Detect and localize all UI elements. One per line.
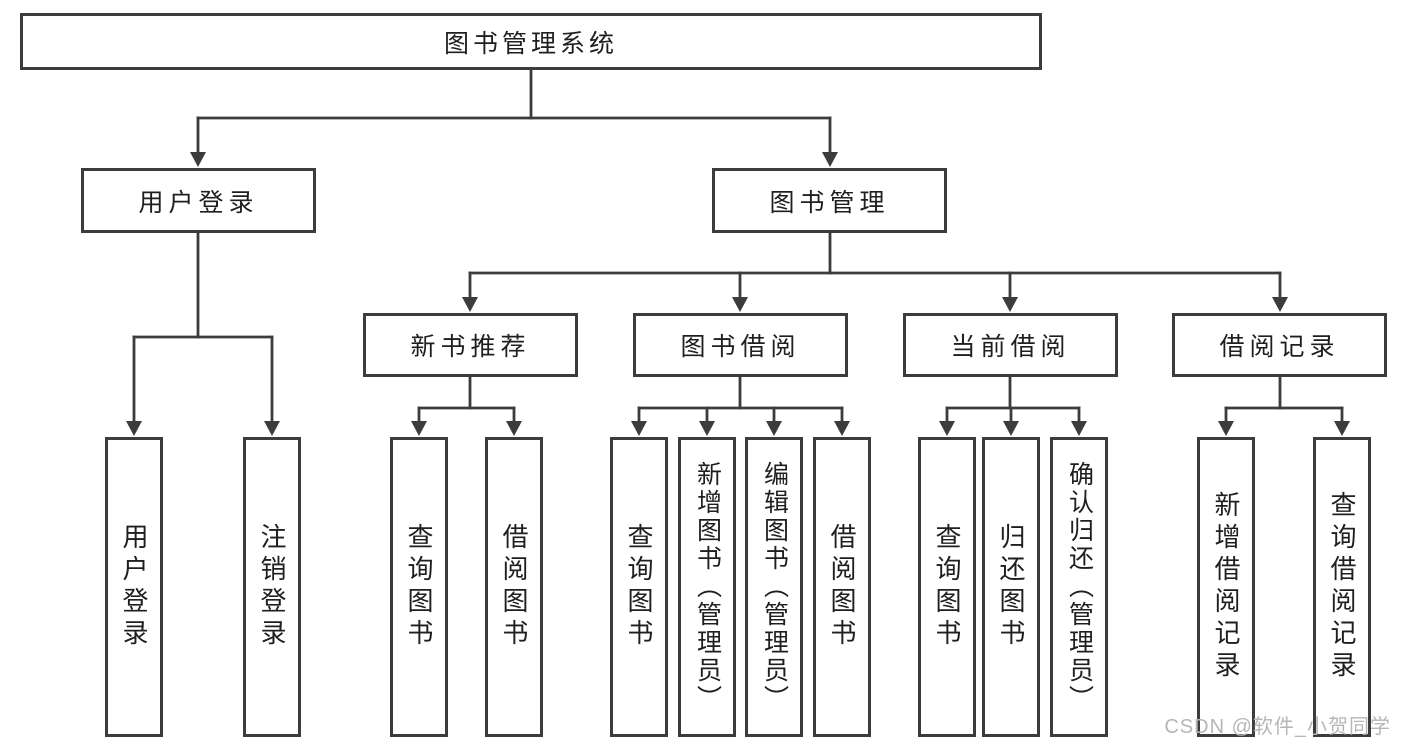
leaf-user-login: 用户登录 [105,437,163,737]
leaf-user-login-label: 用户登录 [119,523,149,651]
node-book-management: 图书管理 [712,168,947,233]
leaf-borrow-books-recommend: 借阅图书 [485,437,543,737]
leaf-query-borrow-record: 查询借阅记录 [1313,437,1371,737]
leaf-query-books-current-label: 查询图书 [932,523,962,651]
leaf-query-books-borrow-label: 查询图书 [624,523,654,651]
leaf-add-borrow-record: 新增借阅记录 [1197,437,1255,737]
node-current-borrow-label: 当前借阅 [950,333,1071,361]
leaf-confirm-return-admin-label: 确认归还（管理员） [1065,461,1094,713]
leaf-query-books-current: 查询图书 [918,437,976,737]
leaf-edit-books-admin-label: 编辑图书（管理员） [760,461,789,713]
node-new-book-recommend: 新书推荐 [363,313,578,377]
node-user-login: 用户登录 [81,168,316,233]
node-book-borrow-label: 图书借阅 [680,333,801,361]
watermark: CSDN @软件_小贺同学 [1164,716,1391,738]
leaf-add-books-admin-label: 新增图书（管理员） [693,461,722,713]
leaf-query-books-recommend: 查询图书 [390,437,448,737]
node-root: 图书管理系统 [20,13,1042,70]
leaf-return-books-label: 归还图书 [996,523,1026,651]
leaf-query-books-recommend-label: 查询图书 [404,523,434,651]
node-user-login-label: 用户登录 [138,188,259,217]
leaf-confirm-return-admin: 确认归还（管理员） [1050,437,1108,737]
leaf-borrow-books-label: 借阅图书 [827,523,857,651]
node-book-borrow: 图书借阅 [633,313,848,377]
node-borrow-records: 借阅记录 [1172,313,1387,377]
leaf-query-books-borrow: 查询图书 [610,437,668,737]
leaf-borrow-books-recommend-label: 借阅图书 [499,523,529,651]
leaf-logout-label: 注销登录 [257,523,287,651]
node-root-label: 图书管理系统 [443,29,618,58]
leaf-edit-books-admin: 编辑图书（管理员） [745,437,803,737]
leaf-add-borrow-record-label: 新增借阅记录 [1211,491,1241,683]
node-current-borrow: 当前借阅 [903,313,1118,377]
node-book-management-label: 图书管理 [769,188,890,217]
leaf-logout: 注销登录 [243,437,301,737]
leaf-add-books-admin: 新增图书（管理员） [678,437,736,737]
leaf-query-borrow-record-label: 查询借阅记录 [1327,491,1357,683]
node-new-book-recommend-label: 新书推荐 [410,333,531,361]
leaf-borrow-books: 借阅图书 [813,437,871,737]
leaf-return-books: 归还图书 [982,437,1040,737]
node-borrow-records-label: 借阅记录 [1219,333,1340,361]
